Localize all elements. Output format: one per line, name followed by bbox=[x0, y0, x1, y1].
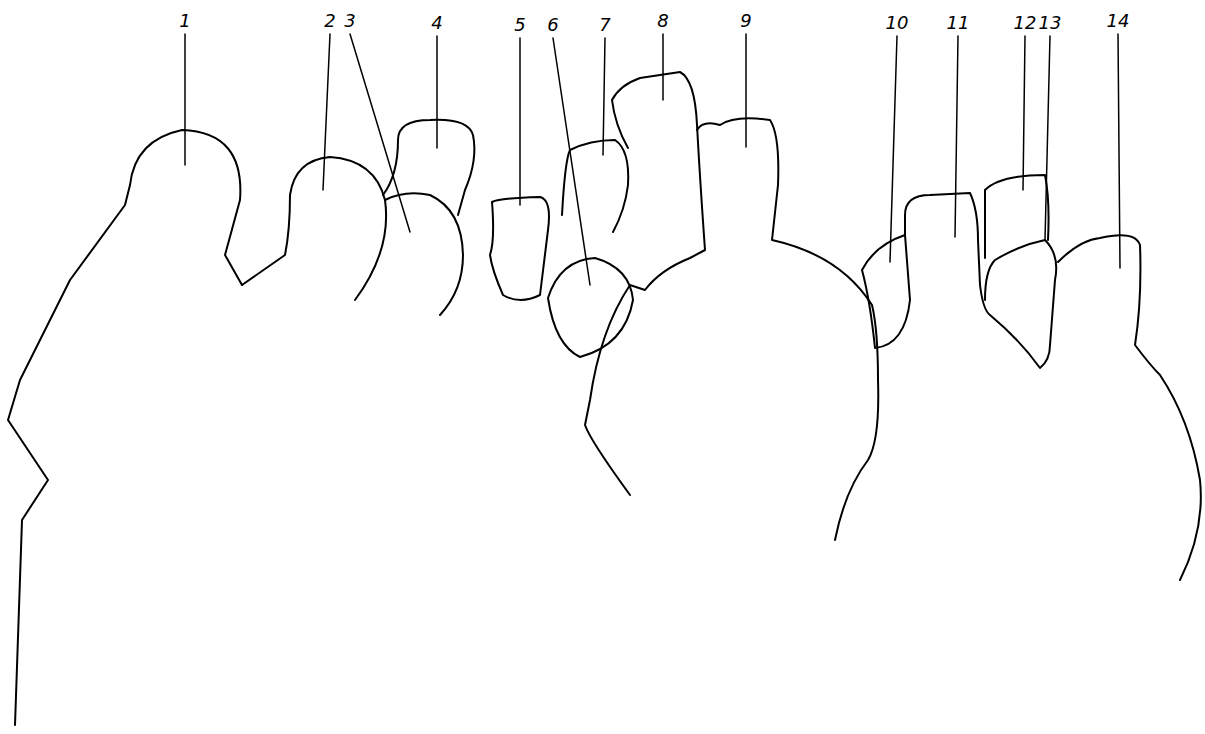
outline-11 bbox=[905, 193, 1050, 368]
callout-number: 3 bbox=[344, 12, 355, 30]
outline-6 bbox=[548, 258, 633, 357]
leader-line bbox=[436, 36, 438, 148]
leader-line bbox=[662, 34, 664, 100]
outline-9 bbox=[697, 118, 878, 540]
leader-lines bbox=[185, 34, 1120, 285]
callout-number: 11 bbox=[947, 14, 970, 32]
leader-line bbox=[323, 34, 330, 190]
outline-1 bbox=[8, 130, 242, 725]
leader-line bbox=[890, 36, 897, 262]
outline-5 bbox=[490, 197, 549, 300]
callout-number: 13 bbox=[1039, 14, 1062, 32]
outline-3 bbox=[385, 193, 463, 315]
leader-line bbox=[1118, 34, 1120, 268]
callout-number: 8 bbox=[657, 12, 668, 30]
outline-13 bbox=[985, 240, 1056, 345]
outline-12 bbox=[985, 175, 1049, 258]
outline-7 bbox=[562, 140, 628, 232]
outline-14 bbox=[1058, 235, 1201, 580]
callout-number: 6 bbox=[547, 16, 558, 34]
outline-2 bbox=[242, 157, 386, 300]
leader-line bbox=[1023, 36, 1025, 190]
leader-line bbox=[745, 34, 747, 147]
leader-line bbox=[603, 38, 605, 155]
callout-number: 9 bbox=[740, 12, 751, 30]
callout-number: 5 bbox=[514, 16, 525, 34]
outline-4 bbox=[383, 120, 474, 215]
callout-number: 10 bbox=[886, 14, 909, 32]
leader-line bbox=[955, 36, 958, 237]
leader-line bbox=[519, 38, 521, 205]
leader-line bbox=[350, 34, 410, 232]
callout-number: 4 bbox=[431, 14, 442, 32]
callout-number: 14 bbox=[1107, 12, 1130, 30]
callout-number: 12 bbox=[1014, 14, 1037, 32]
outline-10 bbox=[862, 235, 910, 348]
callout-number: 7 bbox=[599, 16, 610, 34]
callout-number: 2 bbox=[324, 12, 335, 30]
leader-line bbox=[184, 34, 186, 165]
callout-number: 1 bbox=[179, 12, 190, 30]
leader-line bbox=[1045, 36, 1050, 240]
leader-line bbox=[553, 38, 590, 285]
